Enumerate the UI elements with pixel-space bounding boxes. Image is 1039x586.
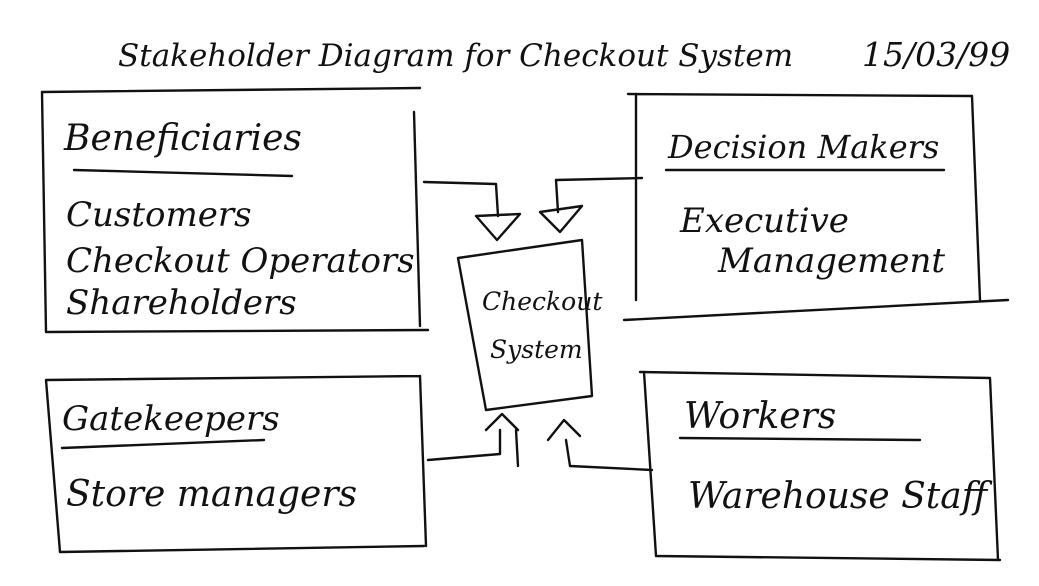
diagram-date: 15/03/99: [862, 35, 1010, 74]
arrowhead-down-icon: [538, 204, 584, 234]
arrowhead-up-icon: [546, 418, 582, 442]
decision-makers-item: Executive: [679, 201, 849, 241]
gatekeepers-heading: Gatekeepers: [62, 399, 280, 439]
decision-makers-heading: Decision Makers: [667, 128, 939, 166]
workers-heading-underline: [678, 436, 922, 442]
gatekeepers-box: Gatekeepers Store managers: [44, 374, 428, 554]
decision-makers-box: Decision Makers Executive Management: [622, 92, 1010, 322]
beneficiaries-item: Customers: [66, 195, 252, 235]
arrow-decision-makers: [538, 176, 644, 234]
beneficiaries-item: Shareholders: [66, 283, 297, 323]
checkout-system-label: Checkout: [482, 287, 603, 316]
gatekeepers-item: Store managers: [66, 474, 357, 515]
checkout-system-label: System: [490, 335, 583, 364]
workers-heading: Workers: [684, 396, 836, 437]
beneficiaries-item: Checkout Operators: [66, 241, 415, 281]
decision-makers-item: Management: [717, 241, 945, 281]
beneficiaries-heading-underline: [72, 168, 294, 178]
arrowhead-up-icon: [484, 412, 520, 432]
gatekeepers-heading-underline: [60, 438, 266, 450]
arrow-beneficiaries: [422, 180, 522, 242]
arrow-workers: [546, 418, 654, 472]
arrow-gatekeepers: [426, 412, 520, 468]
checkout-system-box: Checkout System: [456, 238, 603, 412]
diagram-title: Stakeholder Diagram for Checkout System: [118, 38, 793, 74]
arrowhead-down-icon: [474, 212, 522, 242]
workers-box: Workers Warehouse Staff: [638, 370, 1002, 562]
beneficiaries-box: Beneficiaries Customers Checkout Operato…: [40, 86, 430, 334]
workers-item: Warehouse Staff: [688, 476, 993, 517]
beneficiaries-heading: Beneficiaries: [63, 118, 302, 159]
